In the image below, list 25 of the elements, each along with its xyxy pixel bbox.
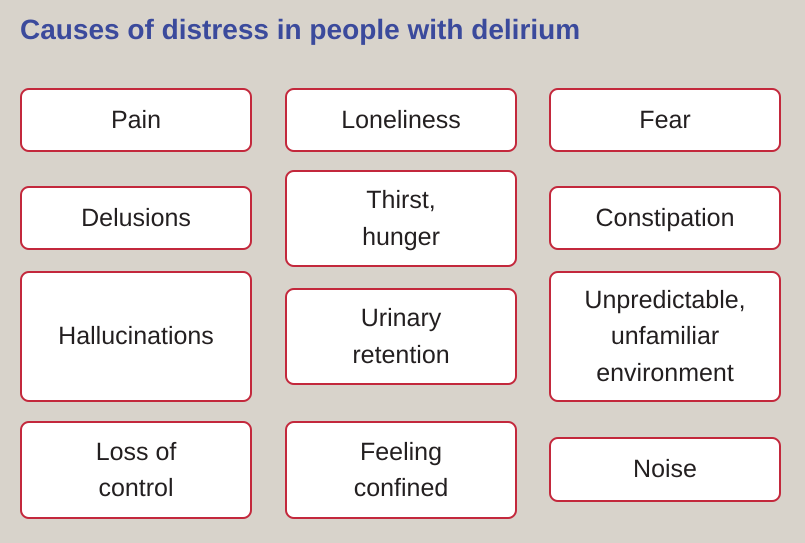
cause-box xyxy=(20,88,252,152)
cause-label: Noise xyxy=(633,454,697,486)
cause-box xyxy=(549,271,781,402)
cause-label: Hallucinations xyxy=(58,321,214,352)
cause-label: Loss of control xyxy=(94,436,178,504)
cause-label: Fear xyxy=(639,104,691,136)
cause-box xyxy=(20,186,252,250)
cause-box xyxy=(20,421,252,519)
cause-box xyxy=(285,170,517,267)
cause-box xyxy=(20,271,252,402)
cause-label: Urinary retention xyxy=(351,303,451,370)
cause-box xyxy=(549,437,781,502)
cause-box xyxy=(549,186,781,250)
cause-box xyxy=(285,88,517,152)
cause-label: Pain xyxy=(110,104,162,136)
cause-label: Loneliness xyxy=(341,104,461,136)
cause-label: Constipation xyxy=(596,202,734,234)
cause-box xyxy=(285,288,517,385)
cause-label: Delusions xyxy=(81,202,191,234)
cause-box xyxy=(285,421,517,519)
cause-box xyxy=(549,88,781,152)
cause-label: Feeling confined xyxy=(352,436,450,504)
diagram-title: Causes of distress in people with delirium xyxy=(20,14,580,46)
cause-label: Thirst, hunger xyxy=(361,185,441,252)
cause-label: Unpredictable, unfamiliar environment xyxy=(583,285,747,389)
